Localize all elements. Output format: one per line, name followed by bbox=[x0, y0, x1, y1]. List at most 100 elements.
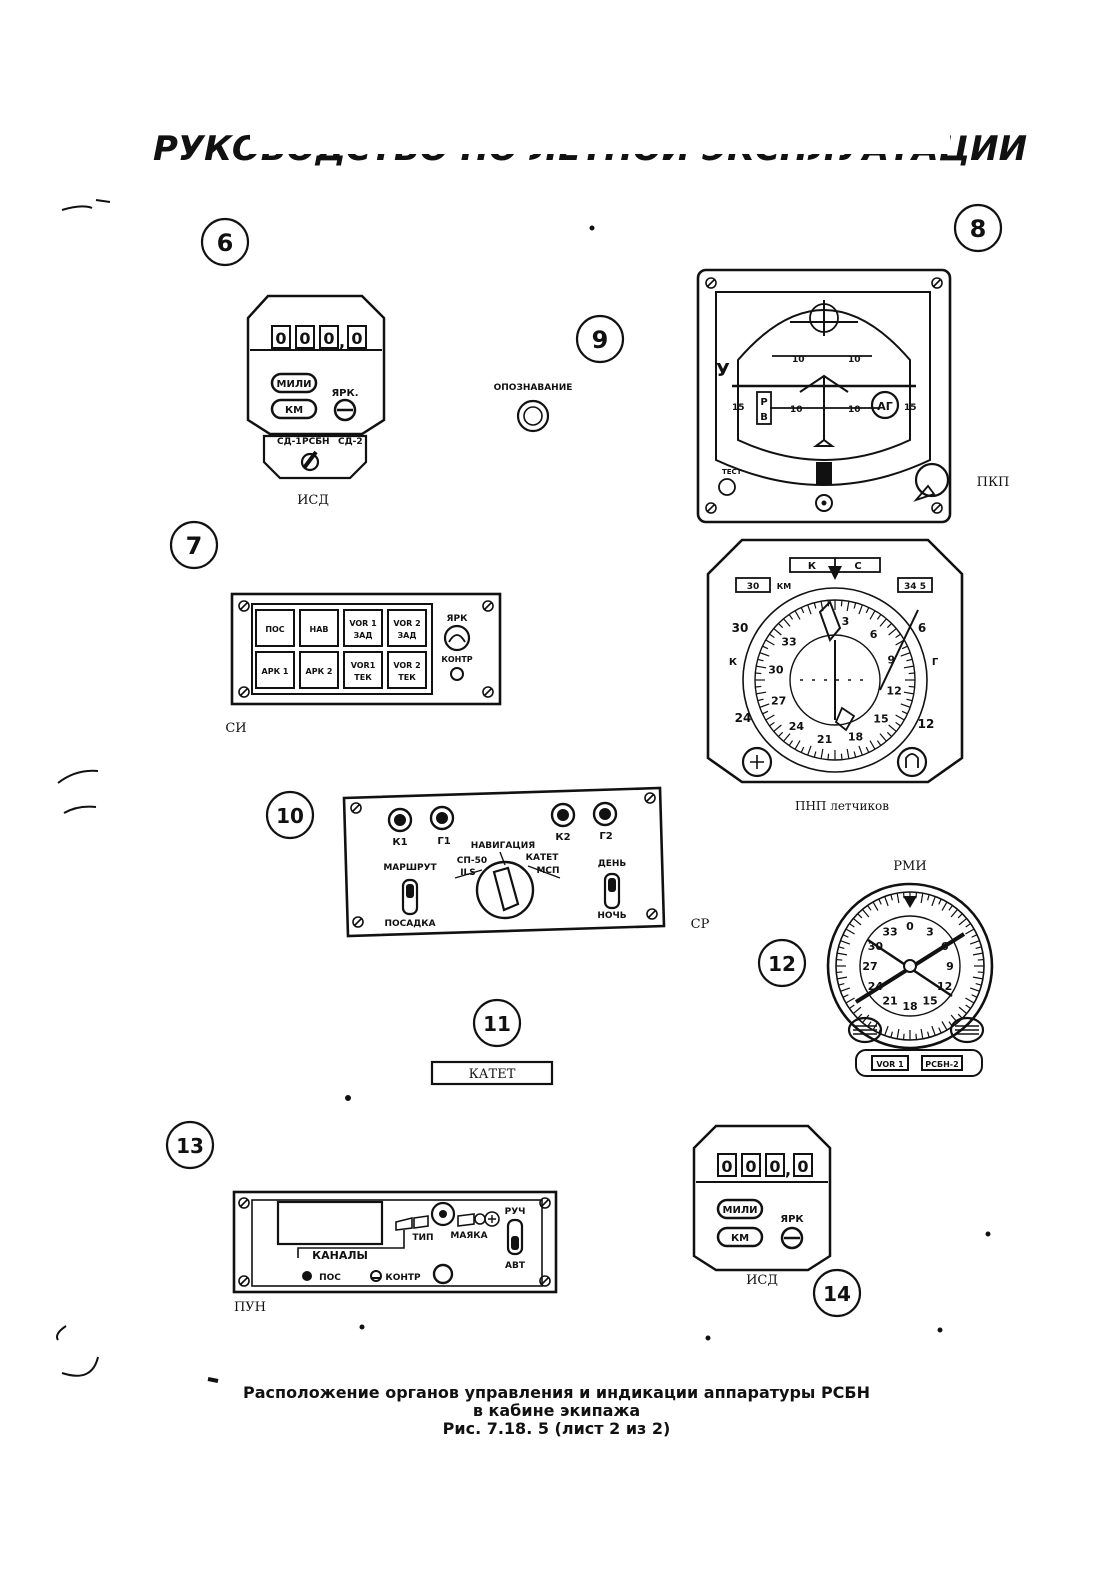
svg-text:10: 10 bbox=[790, 405, 803, 415]
pnp-caption: ПНП летчиков bbox=[795, 799, 889, 813]
pun-caption: ПУН bbox=[234, 1300, 266, 1315]
sr-mode-selector[interactable] bbox=[475, 860, 535, 920]
isd-mili-button[interactable]: МИЛИ bbox=[270, 372, 318, 394]
rmi-caption: РМИ bbox=[893, 859, 926, 874]
svg-text:ЯРК: ЯРК bbox=[780, 1214, 804, 1225]
svg-text:ПОС: ПОС bbox=[319, 1273, 341, 1283]
si-caption: СИ bbox=[225, 721, 246, 736]
si-button-label: ТЕК bbox=[354, 673, 372, 682]
isd-km-button[interactable]: КМ bbox=[270, 398, 318, 420]
svg-text:14: 14 bbox=[823, 1282, 851, 1306]
pun-test-button[interactable] bbox=[432, 1263, 454, 1285]
pnp-scale-label: 27 bbox=[771, 695, 786, 708]
si-button[interactable]: VOR 1 ЗАД bbox=[343, 609, 383, 647]
isd2-mili-button[interactable]: МИЛИ bbox=[716, 1198, 764, 1220]
rmi-left-knob[interactable] bbox=[847, 1016, 883, 1044]
pkp-test-button[interactable] bbox=[718, 478, 736, 496]
pkp-ag-button[interactable]: АГ bbox=[870, 390, 900, 420]
svg-text:10: 10 bbox=[848, 355, 861, 365]
si-button[interactable]: АРК 1 bbox=[255, 651, 295, 689]
si-button-label: VOR1 bbox=[351, 661, 376, 670]
svg-text:12: 12 bbox=[918, 717, 935, 731]
svg-text:Г2: Г2 bbox=[599, 831, 612, 842]
isd2-brightness-knob[interactable] bbox=[780, 1226, 804, 1250]
si-button-label: ЗАД bbox=[398, 631, 417, 640]
isd2-indicator: 0 0 0 , 0 МИЛИ КМ ЯРК ИСД bbox=[692, 1124, 832, 1288]
svg-text:30: 30 bbox=[732, 621, 749, 635]
rmi-right-knob[interactable] bbox=[949, 1016, 985, 1044]
isd-indicator: 0 0 0 , 0 МИЛИ КМ ЯРК. СД-1 РСБН СД-2 bbox=[246, 294, 386, 508]
svg-text:10: 10 bbox=[792, 355, 805, 365]
svg-text:КМ: КМ bbox=[777, 582, 792, 591]
svg-text:7: 7 bbox=[186, 532, 203, 560]
isd2-caption: ИСД bbox=[746, 1273, 778, 1288]
isd-mode-toggle[interactable] bbox=[300, 450, 320, 472]
isd-brightness-knob[interactable] bbox=[333, 398, 357, 422]
sr-route-toggle[interactable] bbox=[401, 878, 419, 916]
pnp-scale-label: 9 bbox=[888, 653, 896, 666]
pnp-scale-label: 15 bbox=[873, 713, 888, 726]
isd2-km-button[interactable]: КМ bbox=[716, 1226, 764, 1248]
si-button-label: VOR 1 bbox=[349, 619, 377, 628]
pun-channel-display bbox=[276, 1200, 384, 1246]
header: РУКОВОДСТВО ПО ЛЕТНОЙ ЭКСПЛУАТАЦИИ bbox=[153, 120, 1027, 169]
svg-text:24: 24 bbox=[735, 711, 752, 725]
svg-text:РСБН: РСБН bbox=[302, 437, 330, 447]
ident-label: ОПОЗНАВАНИЕ bbox=[494, 383, 573, 393]
svg-text:КМ: КМ bbox=[285, 405, 303, 416]
svg-text:9: 9 bbox=[592, 326, 609, 354]
svg-text:,: , bbox=[785, 1160, 791, 1179]
pun-mode-toggle[interactable] bbox=[506, 1218, 524, 1256]
svg-text:НОЧЬ: НОЧЬ bbox=[597, 911, 626, 921]
isd2-digit: 0 bbox=[769, 1157, 780, 1176]
callout-11: 11 bbox=[472, 998, 522, 1048]
si-brightness-knob[interactable] bbox=[443, 624, 471, 652]
isd-bright-label: ЯРК. bbox=[331, 388, 358, 399]
isd-digit-window: 0 0 0 , 0 bbox=[271, 325, 367, 351]
pnp-course: 34 5 bbox=[904, 582, 926, 592]
lamp-g2 bbox=[592, 801, 618, 827]
isd-switch-plate: СД-1 РСБН СД-2 bbox=[262, 434, 368, 480]
svg-text:Г1: Г1 bbox=[437, 836, 450, 847]
svg-text:К1: К1 bbox=[392, 837, 407, 848]
si-button[interactable]: НАВ bbox=[299, 609, 339, 647]
rmi-rsbn-label: РСБН-2 bbox=[925, 1060, 958, 1069]
rmi-scale-label: 33 bbox=[882, 925, 897, 938]
svg-text:10: 10 bbox=[848, 405, 861, 415]
ident-button[interactable] bbox=[516, 399, 550, 433]
si-button-label: ЗАД bbox=[354, 631, 373, 640]
pnp-scale-label: 18 bbox=[848, 730, 863, 743]
pkp-caption: ПКП bbox=[977, 475, 1010, 490]
si-button[interactable]: АРК 2 bbox=[299, 651, 339, 689]
svg-text:15: 15 bbox=[904, 403, 917, 413]
sr-day-night-toggle[interactable] bbox=[603, 872, 621, 910]
si-button-label: VOR 2 bbox=[393, 661, 420, 670]
isd2-digit: 0 bbox=[721, 1157, 732, 1176]
pnp-right-knob[interactable] bbox=[896, 746, 928, 778]
rmi-scale-label: 15 bbox=[922, 995, 937, 1008]
pkp-adjust-knob[interactable] bbox=[913, 462, 950, 502]
svg-text:15: 15 bbox=[732, 403, 745, 413]
svg-text:СП-50: СП-50 bbox=[457, 856, 487, 866]
si-button-label: ПОС bbox=[265, 625, 284, 634]
pun-type-knob[interactable] bbox=[430, 1201, 456, 1227]
si-test-button[interactable] bbox=[450, 667, 464, 681]
svg-text:СД-2: СД-2 bbox=[338, 437, 363, 447]
si-button[interactable]: ПОС bbox=[255, 609, 295, 647]
svg-text:6: 6 bbox=[918, 621, 926, 635]
lamp-k1 bbox=[387, 807, 413, 833]
rmi-scale-label: 0 bbox=[906, 920, 914, 933]
pnp-left-knob[interactable] bbox=[741, 746, 773, 778]
figure-caption-line-1: Расположение органов управления и индика… bbox=[243, 1383, 870, 1402]
svg-text:ТИП: ТИП bbox=[412, 1233, 433, 1243]
callout-7: 7 bbox=[169, 520, 219, 570]
pnp-scale-label: 21 bbox=[817, 733, 832, 746]
svg-text:РУЧ: РУЧ bbox=[505, 1207, 526, 1217]
pkp-instrument: 10 10 10 10 15 15 У Р В АГ ТЕСТ ПКП bbox=[696, 268, 1010, 524]
si-bright-label: ЯРК bbox=[447, 614, 469, 624]
svg-text:КМ: КМ bbox=[731, 1233, 749, 1244]
